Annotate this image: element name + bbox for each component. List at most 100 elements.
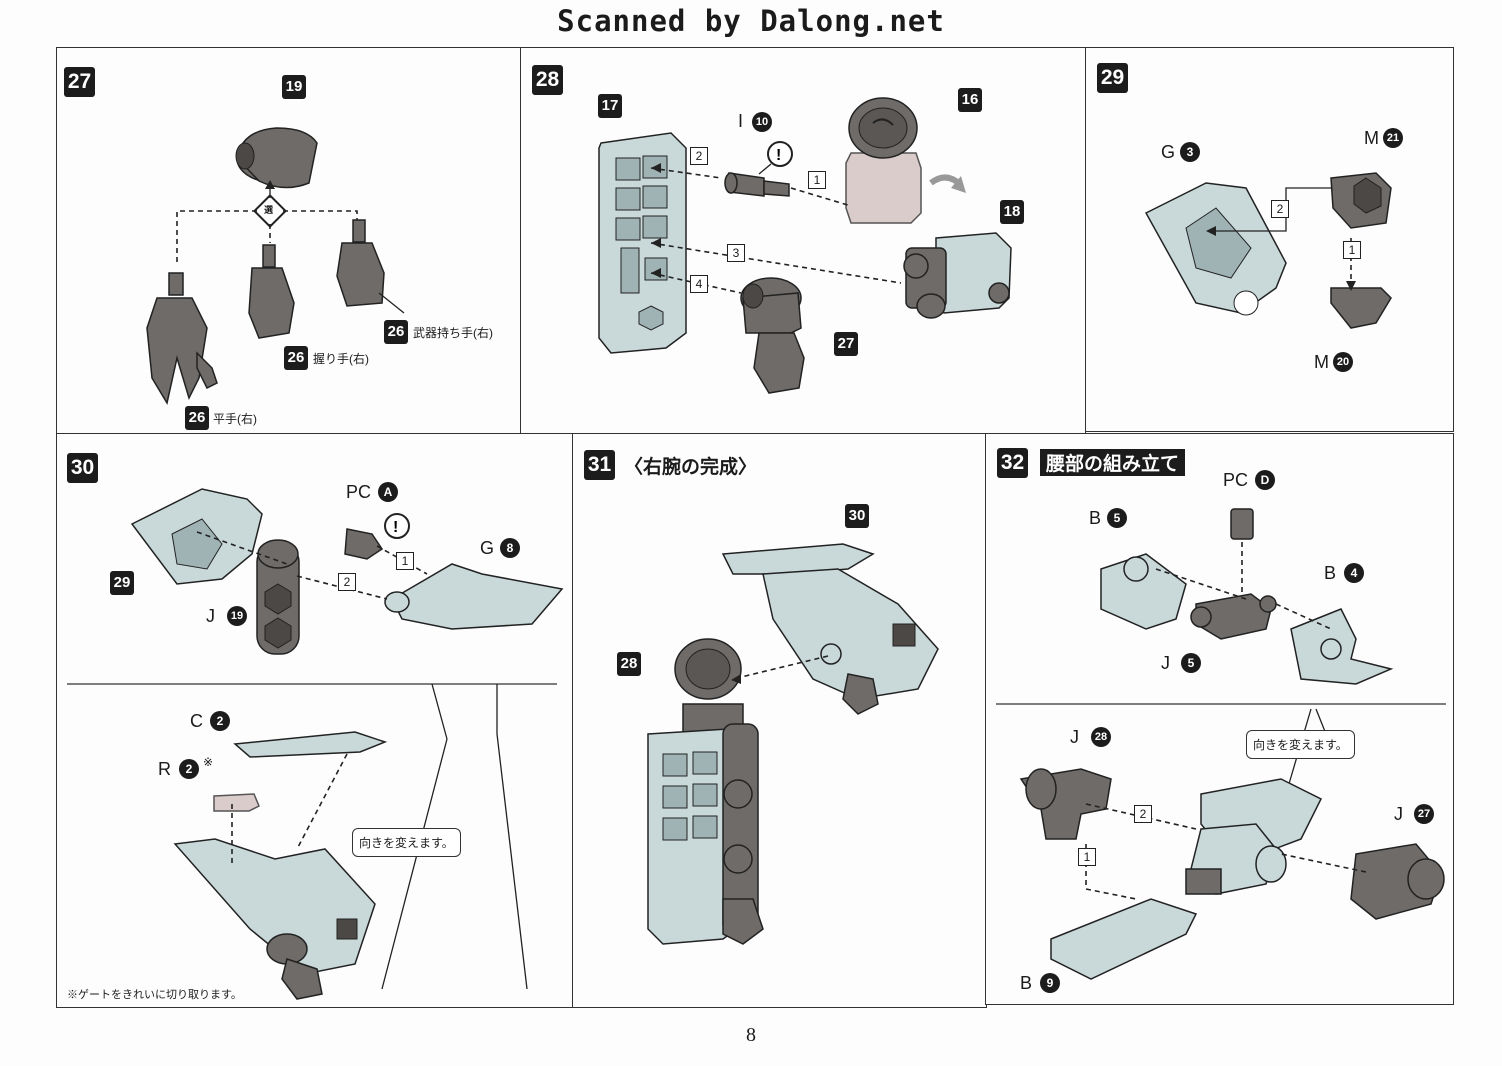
hand-open-label: 平手(右) (213, 412, 257, 426)
weapon-hand-drawing (336, 219, 405, 314)
j27-num: 27 (1414, 804, 1434, 824)
hand-weapon-label: 武器持ち手(右) (413, 326, 493, 340)
c2-letter: C (190, 711, 203, 731)
part-29-drawing (130, 488, 263, 585)
step-30-diagram: ! (67, 488, 564, 1000)
hand-fist-badge: 26 (284, 346, 308, 370)
part-17-badge: 17 (598, 94, 622, 118)
part-27-drawing (740, 277, 805, 394)
part-g8-drawing (384, 563, 564, 630)
j28-letter: J (1070, 727, 1079, 747)
step-32-badge: 32 (997, 448, 1028, 478)
open-hand-drawing (146, 272, 218, 405)
step-29-panel (1085, 47, 1454, 432)
watermark: Scanned by Dalong.net (557, 4, 945, 38)
b5-letter: B (1089, 508, 1102, 528)
g3-letter: G (1161, 142, 1176, 162)
m21-num: 21 (1383, 128, 1403, 148)
svg-text:!: ! (776, 147, 781, 164)
step-31-badge: 31 (584, 450, 615, 480)
s30-gate-note: ※ゲートをきれいに切り取ります。 (67, 989, 242, 1001)
part-18-badge: 18 (1000, 200, 1024, 224)
seq-28-3: 3 (727, 244, 745, 262)
seq-30-2: 2 (338, 573, 356, 591)
g8-num: 8 (500, 538, 520, 558)
part-27-badge: 27 (834, 332, 858, 356)
seq-30-1: 1 (396, 552, 414, 570)
seq-28-4: 4 (690, 275, 708, 293)
b9-num: 9 (1040, 973, 1060, 993)
step-27-panel (56, 47, 522, 435)
b5-num: 5 (1107, 508, 1127, 528)
b4-num: 4 (1344, 563, 1364, 583)
step-27-badge: 27 (64, 67, 95, 97)
part-pca-drawing (344, 528, 384, 560)
hand-weapon-badge: 26 (384, 320, 408, 344)
seq-28-2: 2 (690, 147, 708, 165)
select-mark: 選 (264, 205, 274, 215)
step-32-heading: 腰部の組み立て (1040, 449, 1186, 476)
seq-32-2: 2 (1134, 805, 1152, 823)
pca-letter: PC (346, 482, 372, 502)
runner-i10-num: 10 (752, 112, 772, 132)
part-17-drawing (598, 132, 687, 354)
part-19-badge: 19 (282, 75, 306, 99)
j19-num: 19 (227, 606, 247, 626)
part-i10-drawing (724, 172, 790, 197)
b9-letter: B (1020, 973, 1033, 993)
assembled-g8-drawing (173, 838, 376, 1000)
step-32-diagram (996, 508, 1446, 980)
g3-num: 3 (1180, 142, 1200, 162)
part-19-drawing (235, 127, 318, 189)
s30-callout: 向きを変えます。 (352, 828, 461, 857)
s32-callout: 向きを変えます。 (1246, 730, 1355, 759)
m20-num: 20 (1333, 352, 1353, 372)
part-18-drawing (903, 232, 1012, 319)
r2-mark: ※ (203, 755, 214, 769)
step-29-diagram (1144, 172, 1392, 329)
g8-letter: G (480, 538, 495, 558)
part-16-badge: 16 (958, 88, 982, 112)
part-29-badge: 29 (110, 571, 134, 595)
part-30-drawing (721, 543, 939, 715)
runner-i-letter: I (738, 111, 744, 131)
step-30-panel: ! (56, 433, 574, 1008)
fist-hand-drawing (248, 244, 295, 339)
step-31-panel (572, 433, 987, 1008)
j19-letter: J (206, 606, 215, 626)
m20-letter: M (1314, 352, 1329, 372)
step-31-heading: 〈右腕の完成〉 (624, 457, 758, 478)
m21-letter: M (1364, 128, 1379, 148)
part-g3-drawing (1144, 182, 1287, 316)
step-27-diagram (146, 127, 405, 405)
part-16-drawing (845, 97, 922, 224)
step-28-diagram: ! (598, 97, 1012, 394)
j28-num: 28 (1091, 727, 1111, 747)
part-m21-drawing (1330, 172, 1392, 229)
hand-fist-label: 握り手(右) (313, 352, 369, 366)
part-30-badge: 30 (845, 504, 869, 528)
seq-29-1: 1 (1343, 241, 1361, 259)
seq-29-2: 2 (1271, 200, 1289, 218)
step-32-panel (985, 433, 1454, 1005)
pcd-num: D (1255, 470, 1275, 490)
j5-num: 5 (1181, 653, 1201, 673)
part-28-badge: 28 (617, 652, 641, 676)
part-m20-drawing (1330, 287, 1392, 329)
j27-letter: J (1394, 804, 1403, 824)
page-number: 8 (746, 1024, 756, 1046)
step-28-badge: 28 (532, 65, 563, 95)
b4-letter: B (1324, 563, 1337, 583)
svg-text:!: ! (393, 519, 398, 536)
hand-open-badge: 26 (185, 406, 209, 430)
part-28-drawing (647, 638, 764, 945)
step-28-panel: ! (520, 47, 1086, 435)
step-29-badge: 29 (1097, 63, 1128, 93)
step-31-diagram (647, 543, 939, 945)
seq-32-1: 1 (1078, 848, 1096, 866)
r2-letter: R (158, 759, 171, 779)
c2-num: 2 (210, 711, 230, 731)
j5-letter: J (1161, 653, 1170, 673)
part-j19-drawing (256, 539, 300, 655)
pca-num: A (378, 482, 398, 502)
